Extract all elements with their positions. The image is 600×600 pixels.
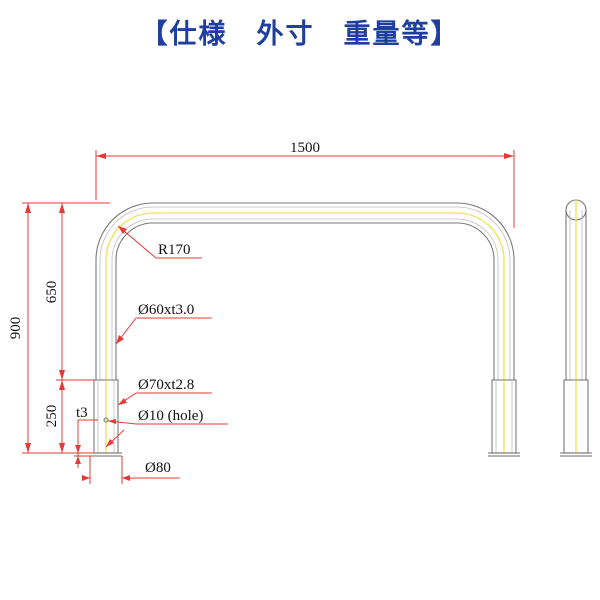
pipe-upper-label: Ø60xt3.0 (138, 302, 194, 318)
right-sleeve (488, 379, 520, 457)
dimension-height-upper: 650 (44, 203, 94, 381)
width-label: 1500 (290, 140, 320, 156)
leader-pipe-upper: Ø60xt3.0 (115, 302, 212, 345)
left-sleeve (90, 379, 122, 457)
radius-label: R170 (158, 242, 191, 258)
pipe-lower-label: Ø70xt2.8 (138, 377, 194, 393)
leader-hole: Ø10 (hole) (107, 408, 228, 425)
leader-base (105, 429, 125, 448)
dimension-base-diameter: Ø80 (82, 456, 180, 484)
dimension-height-lower: 250 (44, 380, 65, 453)
dimension-height-total: 900 (8, 202, 110, 454)
front-view-pipe (95, 202, 515, 380)
height-lower-label: 250 (44, 405, 60, 428)
dimension-plate-thickness: t3 (74, 405, 98, 468)
base-diameter-label: Ø80 (145, 460, 171, 476)
dimension-width: 1500 (95, 140, 515, 228)
hole-marker (103, 417, 109, 423)
leader-pipe-lower: Ø70xt2.8 (117, 377, 212, 406)
height-total-label: 900 (8, 317, 24, 340)
hole-label: Ø10 (hole) (138, 408, 203, 424)
height-upper-label: 650 (44, 281, 60, 304)
page-title: 【仕様 外寸 重量等】 (140, 19, 460, 50)
leader-radius: R170 (117, 225, 202, 259)
side-view-pipe (560, 199, 592, 457)
plate-thickness-label: t3 (76, 405, 88, 421)
